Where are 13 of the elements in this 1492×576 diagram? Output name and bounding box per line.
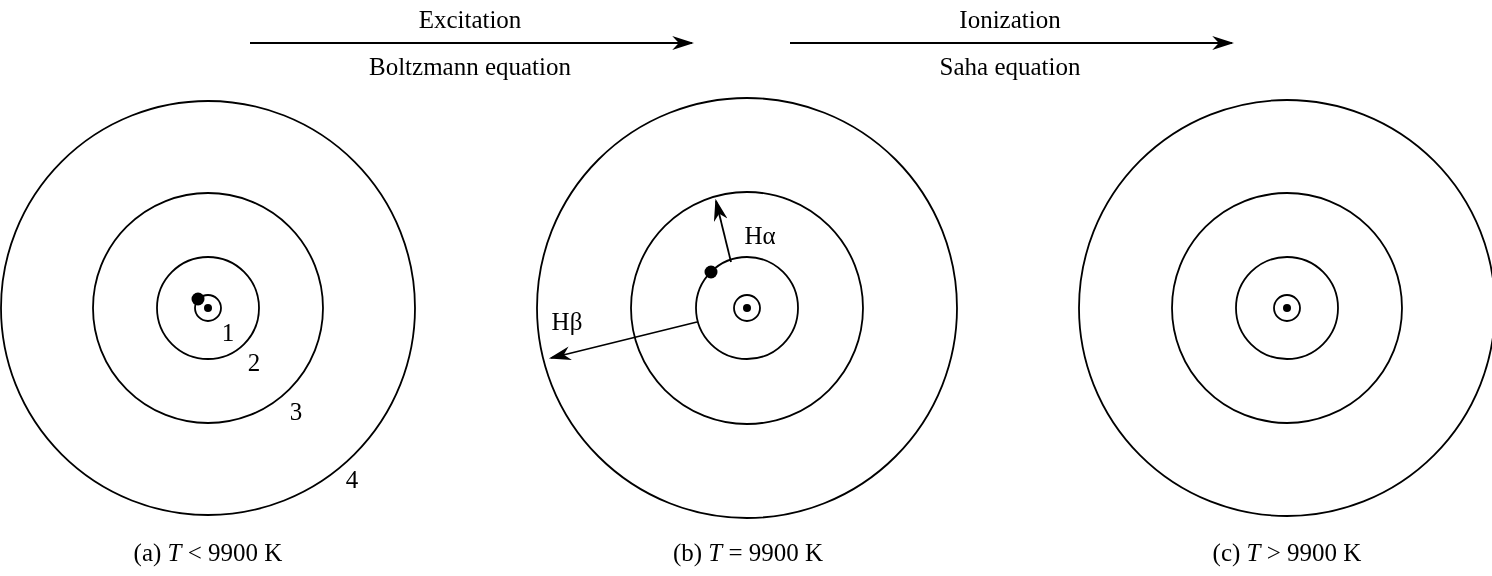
level-number: 1	[221, 319, 235, 347]
process-label: Ionization	[959, 6, 1061, 34]
panel-caption: (c) T > 9900 K	[1212, 539, 1362, 567]
panel-caption: (b) T = 9900 K	[672, 539, 824, 567]
process-label: Excitation	[418, 6, 522, 34]
level-number: 3	[289, 398, 303, 426]
level-number: 4	[345, 466, 359, 494]
level-number: 2	[247, 349, 261, 377]
transition-label: Hβ	[551, 308, 583, 336]
transition-label: Hα	[744, 222, 776, 250]
equation-label: Boltzmann equation	[369, 53, 571, 81]
panel-caption: (a) T < 9900 K	[133, 539, 283, 567]
equation-label: Saha equation	[939, 53, 1081, 81]
